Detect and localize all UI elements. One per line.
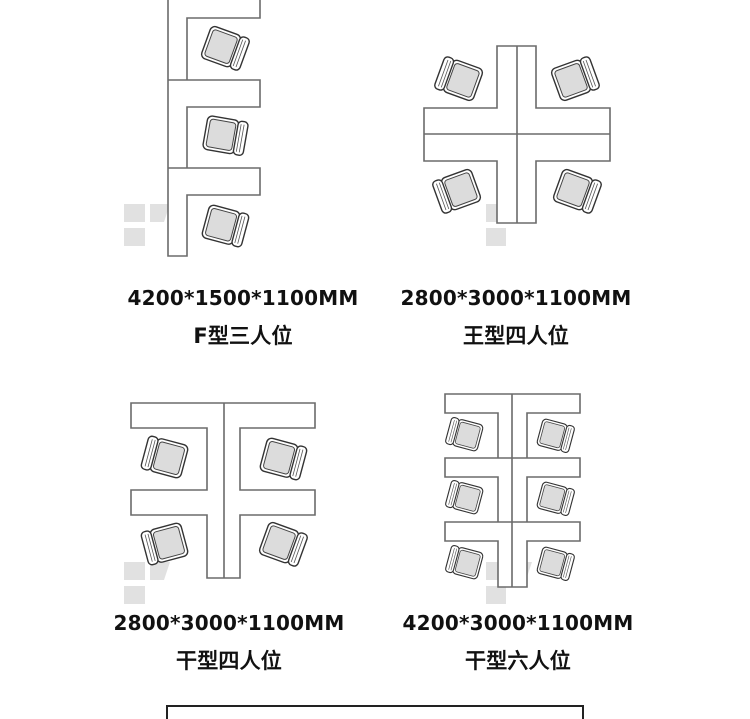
chair-icon [201,204,250,248]
chair-icon [434,56,484,102]
chair-icon [536,546,575,581]
chair-icon [202,115,249,156]
chair-icon [552,168,602,214]
chair-icon [258,521,308,567]
chair-icon [445,417,484,452]
chair-icon [200,25,250,71]
gan-type-six-desk [444,393,581,588]
layout-1-name: F型三人位 [193,324,293,348]
section-title-box [166,705,584,719]
chair-icon [140,522,189,566]
layout-1-size: 4200*1500*1100MM [127,286,359,310]
chair-icon [550,56,600,102]
chair-icon [432,168,482,214]
wang-type-desk [423,45,611,224]
chair-icon [140,435,189,479]
layout-2-name: 王型四人位 [463,324,569,348]
chair-icon [259,437,308,481]
layout-4-size: 4200*3000*1100MM [402,611,634,635]
gan-type-four-desk [130,402,316,579]
f-type-desk [167,0,261,257]
chair-icon [536,481,575,516]
layout-2-size: 2800*3000*1100MM [400,286,632,310]
chair-icon [445,545,484,580]
layout-3-size: 2800*3000*1100MM [113,611,345,635]
layout-4-name: 干型六人位 [465,649,571,673]
chair-icon [445,480,484,515]
layout-3-name: 干型四人位 [176,649,282,673]
chairs [140,25,602,581]
chair-icon [536,418,575,453]
